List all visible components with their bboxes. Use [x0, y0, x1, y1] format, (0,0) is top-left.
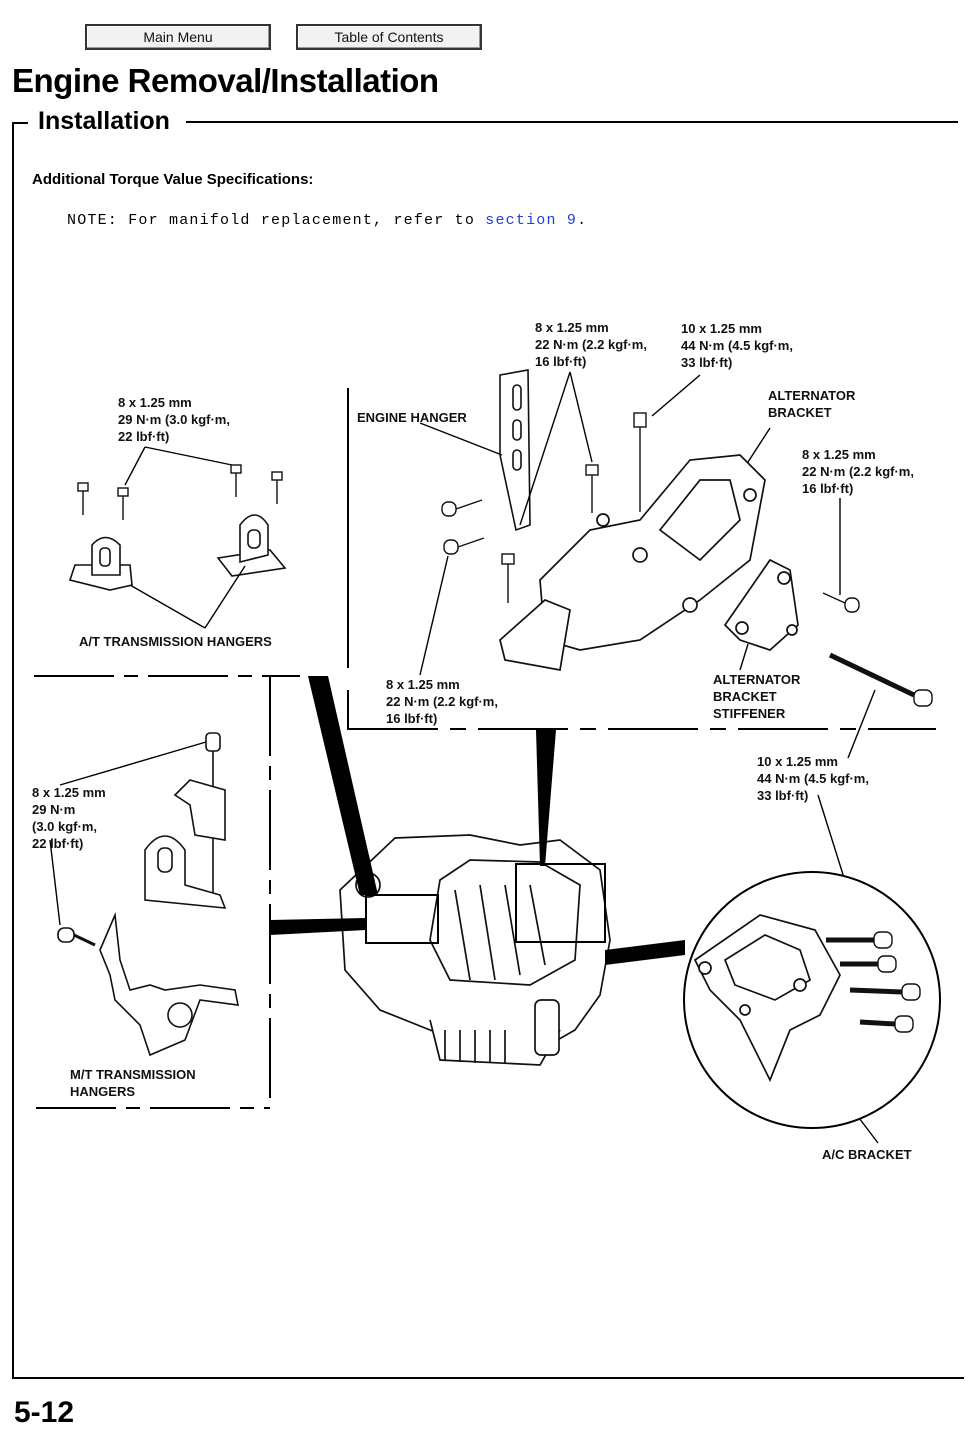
label-line: 44 N·m (4.5 kgf·m,	[757, 771, 869, 786]
label-line: 8 x 1.25 mm	[386, 677, 460, 692]
label-line: 8 x 1.25 mm	[535, 320, 609, 335]
at-bolts	[77, 464, 283, 520]
label-line: 29 N·m (3.0 kgf·m,	[118, 412, 230, 427]
label-line: ALTERNATOR	[713, 672, 801, 687]
note-suffix: .	[577, 212, 588, 229]
label-line: 10 x 1.25 mm	[757, 754, 838, 769]
label-line: 44 N·m (4.5 kgf·m,	[681, 338, 793, 353]
section-frame-top-left	[12, 122, 28, 124]
label-line: 22 lbf·ft)	[118, 429, 169, 444]
note-prefix: NOTE: For manifold replacement, refer to	[67, 212, 486, 229]
label-line: 22 N·m (2.2 kgf·m,	[802, 464, 914, 479]
at-hanger-right	[216, 514, 287, 577]
label-line: STIFFENER	[713, 706, 786, 721]
engine-assembly	[339, 834, 611, 1066]
label-line: 22 N·m (2.2 kgf·m,	[386, 694, 498, 709]
alternator-bracket-label: ALTERNATOR BRACKET	[768, 388, 859, 420]
ac-bracket	[693, 914, 841, 1083]
label-line: 8 x 1.25 mm	[32, 785, 106, 800]
at-leader-lines	[124, 446, 246, 629]
hanger-bolt-top-label: 8 x 1.25 mm 22 N·m (2.2 kgf·m, 16 lbf·ft…	[535, 320, 651, 369]
engine-hanger	[499, 369, 531, 532]
note-text: NOTE: For manifold replacement, refer to…	[67, 212, 587, 229]
section-frame-bottom	[12, 1377, 964, 1379]
label-line: 8 x 1.25 mm	[802, 447, 876, 462]
page-number: 5-12	[14, 1396, 75, 1429]
label-line: 22 lbf·ft)	[32, 836, 83, 851]
mt-hangers	[57, 732, 240, 1057]
at-hanger-left	[68, 536, 133, 591]
label-line: 10 x 1.25 mm	[681, 321, 762, 336]
main-menu-button[interactable]: Main Menu	[85, 24, 271, 50]
section-9-link[interactable]: section 9	[485, 212, 578, 229]
engine-hanger-label: ENGINE HANGER	[357, 410, 467, 425]
section-subtitle: Installation	[38, 107, 170, 135]
ac-bolt-label: 10 x 1.25 mm 44 N·m (4.5 kgf·m, 33 lbf·f…	[757, 754, 873, 803]
label-line: 33 lbf·ft)	[757, 788, 808, 803]
panel-borders	[34, 388, 936, 1109]
alternator-bracket	[499, 454, 766, 671]
alt-bracket-bolt-label: 8 x 1.25 mm 22 N·m (2.2 kgf·m, 16 lbf·ft…	[802, 447, 918, 496]
mt-hangers-label: M/T TRANSMISSION HANGERS	[70, 1067, 199, 1099]
label-line: ALTERNATOR	[768, 388, 856, 403]
alt-stiffener-label: ALTERNATOR BRACKET STIFFENER	[713, 672, 804, 721]
section-frame-top-right	[186, 121, 958, 123]
callout-pointers	[270, 676, 685, 965]
page-title: Engine Removal/Installation	[12, 62, 439, 99]
alt-bolt-top-label: 10 x 1.25 mm 44 N·m (4.5 kgf·m, 33 lbf·f…	[681, 321, 797, 370]
label-line: BRACKET	[768, 405, 832, 420]
label-line: BRACKET	[713, 689, 777, 704]
label-line: HANGERS	[70, 1084, 135, 1099]
table-of-contents-button[interactable]: Table of Contents	[296, 24, 482, 50]
hanger-bolt-bottom-label: 8 x 1.25 mm 22 N·m (2.2 kgf·m, 16 lbf·ft…	[386, 677, 502, 726]
label-line: 29 N·m	[32, 802, 75, 817]
mt-bolt-label: 8 x 1.25 mm 29 N·m (3.0 kgf·m, 22 lbf·ft…	[32, 785, 109, 851]
ac-bracket-label: A/C BRACKET	[822, 1147, 912, 1162]
at-hangers-label: A/T TRANSMISSION HANGERS	[79, 634, 272, 649]
label-line: 33 lbf·ft)	[681, 355, 732, 370]
label-line: 8 x 1.25 mm	[118, 395, 192, 410]
label-line: 16 lbf·ft)	[802, 481, 853, 496]
hanger-bolts	[441, 412, 933, 707]
mt-leader-lines	[49, 741, 207, 926]
label-line: 16 lbf·ft)	[386, 711, 437, 726]
label-line: 16 lbf·ft)	[535, 354, 586, 369]
ac-bolts	[826, 931, 921, 1033]
alternator-stiffener	[723, 558, 799, 651]
spec-heading: Additional Torque Value Specifications:	[32, 171, 314, 188]
label-line: (3.0 kgf·m,	[32, 819, 97, 834]
label-line: M/T TRANSMISSION	[70, 1067, 196, 1082]
label-line: 22 N·m (2.2 kgf·m,	[535, 337, 647, 352]
at-bolt-label: 8 x 1.25 mm 29 N·m (3.0 kgf·m, 22 lbf·ft…	[118, 395, 234, 444]
section-frame-left	[12, 122, 14, 1378]
